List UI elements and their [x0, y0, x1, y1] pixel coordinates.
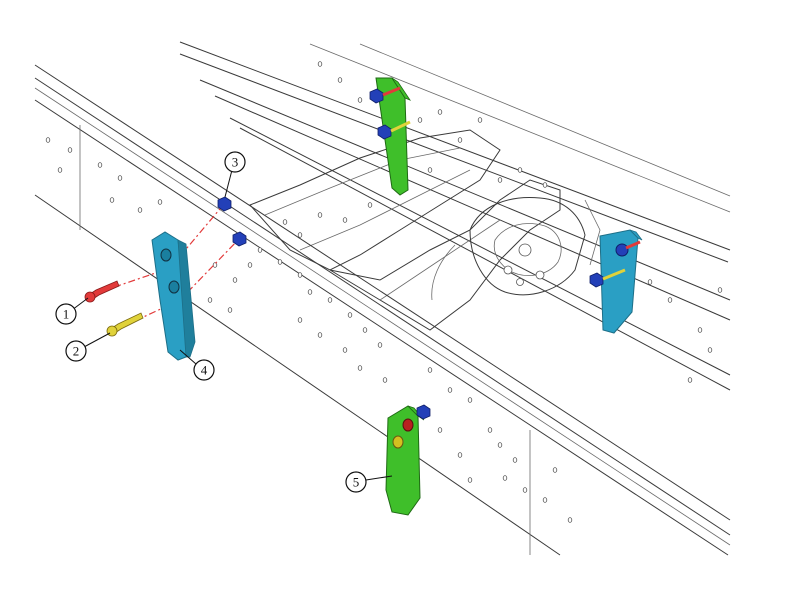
rail-hole: [347, 312, 353, 318]
rail-hole: [109, 197, 115, 203]
rail-hole: [337, 77, 343, 83]
rail-hole: [297, 232, 303, 238]
rail-hole: [137, 207, 143, 213]
rail-hole: [67, 147, 73, 153]
rear-frame-rail: [179, 41, 731, 391]
rail-holes: [45, 61, 723, 523]
rail-hole: [427, 167, 433, 173]
callout-5-label: 5: [353, 475, 360, 490]
rail-hole: [552, 467, 558, 473]
rail-hole: [417, 117, 423, 123]
rail-hole: [57, 167, 63, 173]
bracket-item-4: [151, 231, 196, 361]
rail-hole: [437, 427, 443, 433]
rail-hole: [667, 297, 673, 303]
cross-member: [249, 129, 561, 331]
rail-hole: [367, 202, 373, 208]
callout-3-label: 3: [232, 155, 239, 170]
rail-hole: [342, 347, 348, 353]
blue-bracket-rear: [589, 229, 643, 334]
bolt-item-1: [84, 280, 120, 303]
rail-hole: [512, 457, 518, 463]
rail-hole: [277, 259, 283, 265]
rail-hole: [477, 117, 483, 123]
rail-hole: [467, 397, 473, 403]
rail-hole: [157, 199, 163, 205]
rail-hole: [342, 217, 348, 223]
rail-hole: [117, 175, 123, 181]
green-bracket-rear: [369, 77, 412, 196]
rail-hole: [717, 287, 723, 293]
rail-hole: [487, 427, 493, 433]
bracket-item-5: [385, 404, 431, 516]
callout-4: 4: [179, 349, 215, 381]
rail-hole: [232, 277, 238, 283]
rail-hole: [327, 297, 333, 303]
rail-hole: [457, 137, 463, 143]
rail-hole: [542, 497, 548, 503]
callout-5: 5: [345, 471, 393, 493]
rail-hole: [257, 247, 263, 253]
rail-hole: [497, 442, 503, 448]
callout-4-label: 4: [201, 363, 208, 378]
rail-hole: [697, 327, 703, 333]
rail-hole: [467, 477, 473, 483]
rail-hole: [357, 97, 363, 103]
rail-hole: [362, 327, 368, 333]
callout-1: 1: [55, 297, 89, 325]
rail-hole: [647, 279, 653, 285]
rail-hole: [212, 262, 218, 268]
rail-hole: [207, 297, 213, 303]
callout-2: 2: [65, 332, 111, 362]
rail-hole: [307, 289, 313, 295]
rail-hole: [567, 517, 573, 523]
rail-hole: [45, 137, 51, 143]
nut-item-3: [217, 196, 247, 247]
rail-hole: [357, 365, 363, 371]
rail-hole: [457, 452, 463, 458]
callout-2-label: 2: [73, 344, 80, 359]
rail-hole: [377, 342, 383, 348]
rail-hole: [297, 272, 303, 278]
rail-hole: [497, 177, 503, 183]
rail-hole: [427, 367, 433, 373]
rail-hole: [382, 377, 388, 383]
spring-hanger: [431, 196, 601, 301]
rail-hole: [317, 332, 323, 338]
rail-hole: [517, 167, 523, 173]
rail-hole: [437, 109, 443, 115]
rail-hole: [247, 262, 253, 268]
rail-hole: [447, 387, 453, 393]
rail-hole: [297, 317, 303, 323]
rail-hole: [317, 61, 323, 67]
rail-hole: [282, 219, 288, 225]
callout-3: 3: [224, 151, 246, 198]
rail-hole: [522, 487, 528, 493]
bolt-item-2: [106, 312, 144, 337]
front-frame-rail: [34, 64, 731, 556]
rail-hole: [317, 212, 323, 218]
rail-hole: [707, 347, 713, 353]
rail-hole: [542, 182, 548, 188]
rail-hole: [502, 475, 508, 481]
callout-1-label: 1: [63, 307, 70, 322]
rail-hole: [687, 377, 693, 383]
rail-hole: [97, 162, 103, 168]
rail-hole: [227, 307, 233, 313]
